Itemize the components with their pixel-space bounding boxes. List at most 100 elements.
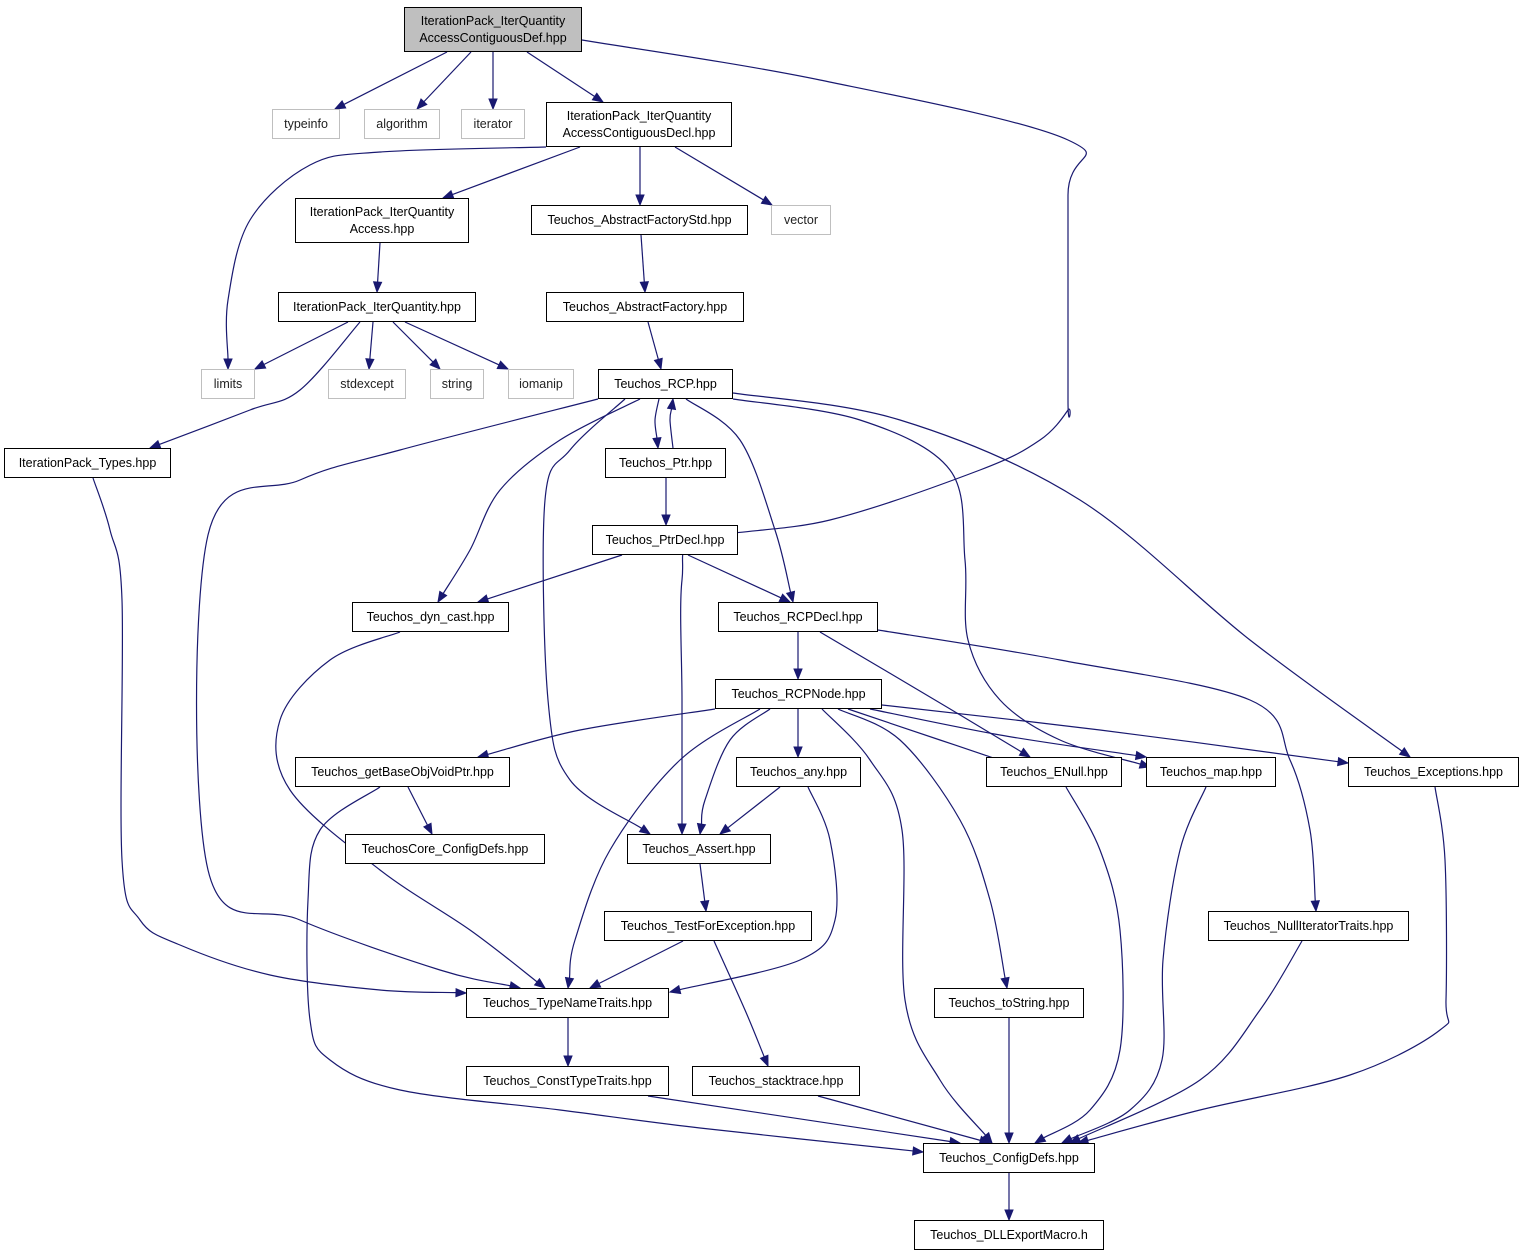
edge-consttype-to-configdefs (647, 1095, 962, 1147)
node-testfor[interactable]: Teuchos_TestForException.hpp (604, 911, 812, 941)
node-assert[interactable]: Teuchos_Assert.hpp (627, 834, 771, 864)
edge-arrowhead (1004, 1132, 1014, 1145)
node-iterq[interactable]: IterationPack_IterQuantity.hpp (278, 292, 476, 322)
node-ptrdecl[interactable]: Teuchos_PtrDecl.hpp (592, 525, 738, 555)
edge-line (687, 554, 782, 599)
node-enull[interactable]: Teuchos_ENull.hpp (986, 757, 1122, 787)
node-typename[interactable]: Teuchos_TypeNameTraits.hpp (466, 988, 669, 1018)
node-rcp[interactable]: Teuchos_RCP.hpp (598, 369, 733, 399)
edge-arrowhead (652, 437, 662, 450)
node-label: Teuchos_map.hpp (1159, 764, 1263, 779)
node-getbase[interactable]: Teuchos_getBaseObjVoidPtr.hpp (295, 757, 510, 787)
node-string: string (430, 369, 484, 399)
edge-arrowhead (700, 900, 710, 913)
edge-line (685, 398, 792, 593)
edge-line (727, 786, 781, 829)
edge-arrowhead (488, 98, 498, 111)
edge-configdefs-to-dllexport (1004, 1173, 1014, 1222)
edge-line (369, 321, 374, 360)
node-any[interactable]: Teuchos_any.hpp (736, 757, 861, 787)
edge-arrowhead (372, 281, 383, 294)
edge-enull-to-configdefs (1033, 786, 1124, 1144)
node-stacktrace[interactable]: Teuchos_stacktrace.hpp (692, 1066, 860, 1096)
node-afstd[interactable]: Teuchos_AbstractFactoryStd.hpp (531, 205, 748, 235)
edge-getbase-to-coreconfig (407, 786, 433, 836)
node-types[interactable]: IterationPack_Types.hpp (4, 448, 171, 478)
edge-iterq-to-limits (253, 321, 349, 370)
node-configdefs[interactable]: Teuchos_ConfigDefs.hpp (923, 1143, 1095, 1173)
node-label: Teuchos_RCPDecl.hpp (733, 609, 863, 624)
edge-arrowhead (759, 1054, 769, 1068)
node-map[interactable]: Teuchos_map.hpp (1146, 757, 1276, 787)
edge-line (877, 629, 1316, 902)
edge-arrowhead (635, 194, 645, 207)
node-dllexport[interactable]: Teuchos_DLLExportMacro.h (914, 1220, 1104, 1250)
node-consttype[interactable]: Teuchos_ConstTypeTraits.hpp (466, 1066, 669, 1096)
node-rcpdecl[interactable]: Teuchos_RCPDecl.hpp (718, 602, 878, 632)
edge-line (732, 392, 1403, 752)
edge-rcpnode-to-tostring (837, 708, 1010, 990)
edge-testfor-to-stacktrace (713, 940, 769, 1068)
node-coreconfig[interactable]: TeuchosCore_ConfigDefs.hpp (345, 834, 545, 864)
edge-decl-to-access (441, 146, 581, 199)
edge-root-to-decl (526, 51, 605, 103)
edge-line (700, 708, 771, 825)
edge-rcpnode-to-assert (696, 708, 771, 836)
edge-line (159, 321, 361, 446)
node-label: TeuchosCore_ConfigDefs.hpp (361, 841, 529, 856)
edge-ptrdecl-to-dyncast (476, 554, 623, 604)
edge-arrowhead (223, 358, 233, 371)
node-label: IterationPack_IterQuantity (566, 108, 712, 123)
edge-iterq-to-string (392, 321, 441, 370)
edge-line (526, 51, 595, 98)
edge-arrowhead (563, 1055, 573, 1068)
edge-getbase-to-configdefs (306, 786, 925, 1156)
node-nulliter[interactable]: Teuchos_NullIteratorTraits.hpp (1208, 911, 1409, 941)
edge-line (92, 477, 457, 994)
node-label: iterator (473, 116, 513, 131)
edge-line (647, 321, 659, 360)
node-af[interactable]: Teuchos_AbstractFactory.hpp (546, 292, 744, 322)
edge-decl-to-vector (674, 146, 774, 206)
edge-arrowhead (718, 823, 732, 835)
node-label: Teuchos_getBaseObjVoidPtr.hpp (311, 764, 494, 779)
edge-arrowhead (455, 987, 468, 998)
node-label: typeinfo (284, 116, 328, 131)
node-ptr[interactable]: Teuchos_Ptr.hpp (605, 448, 726, 478)
edge-arrowhead (588, 979, 602, 989)
node-label: IterationPack_IterQuantity.hpp (293, 299, 461, 314)
edge-arrowhead (760, 195, 774, 206)
edge-arrowhead (1134, 750, 1148, 761)
edge-line (263, 321, 349, 366)
edge-arrowhead (416, 98, 428, 110)
edge-arrowhead (429, 358, 441, 370)
node-label: Teuchos_NullIteratorTraits.hpp (1223, 918, 1394, 933)
edge-arrowhead (1337, 756, 1350, 767)
edge-line (442, 398, 641, 594)
edge-rcpdecl-to-rcpnode (793, 632, 803, 681)
edge-arrowhead (437, 590, 448, 604)
node-exceptions[interactable]: Teuchos_Exceptions.hpp (1348, 757, 1519, 787)
node-typeinfo: typeinfo (272, 109, 340, 139)
edge-line (407, 786, 428, 826)
edge-rcpnode-to-any (793, 709, 803, 759)
edge-arrowhead (1310, 900, 1321, 913)
node-label: Access.hpp (349, 221, 415, 236)
edge-any-to-assert (718, 786, 781, 835)
edge-afstd-to-af (639, 234, 650, 294)
node-label: Teuchos_toString.hpp (948, 995, 1070, 1010)
edge-rcpnode-to-exceptions (881, 704, 1350, 767)
node-tostring[interactable]: Teuchos_toString.hpp (934, 988, 1084, 1018)
node-label: Teuchos_RCP.hpp (614, 376, 717, 391)
node-label: Teuchos_ENull.hpp (1000, 764, 1108, 779)
node-label: IterationPack_IterQuantity (420, 13, 566, 28)
edge-line (647, 1095, 951, 1143)
node-label: IterationPack_IterQuantity (309, 204, 455, 219)
edge-ptrdecl-to-rcpdecl (687, 554, 792, 603)
node-rcpnode[interactable]: Teuchos_RCPNode.hpp (715, 679, 882, 709)
node-label: Teuchos_AbstractFactoryStd.hpp (547, 212, 732, 227)
node-dyncast[interactable]: Teuchos_dyn_cast.hpp (352, 602, 509, 632)
